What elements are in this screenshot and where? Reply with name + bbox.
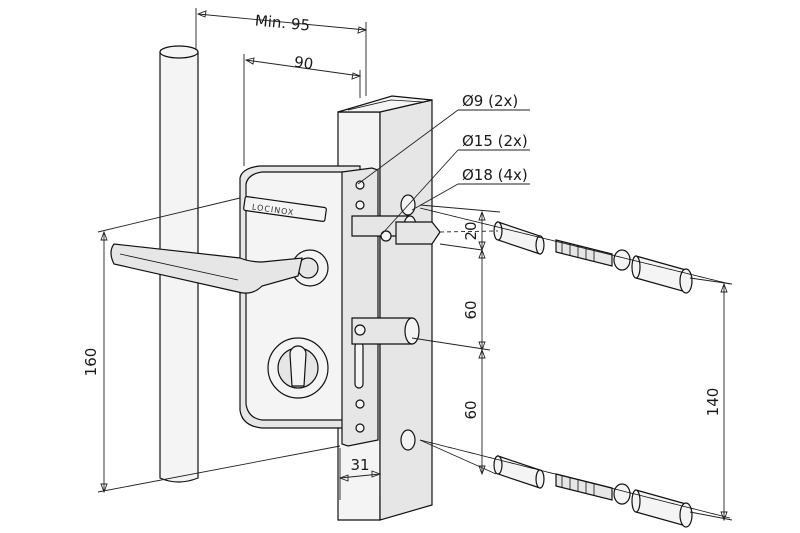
dim-bolt-spacing-label: 140 — [704, 388, 722, 417]
key-cylinder — [267, 337, 329, 399]
lever-handle — [110, 243, 329, 294]
fixing-set-bottom — [493, 455, 693, 528]
fixing-set-top — [493, 221, 693, 294]
dim-middle-spacing-label: 60 — [462, 300, 480, 319]
dimension-lines — [97, 8, 733, 522]
hole-18-label: Ø18 (4x) — [462, 166, 528, 184]
dim-min-width-label: Min. 95 — [254, 11, 311, 34]
dim-height-label: 160 — [82, 348, 100, 377]
dim-top-spacing-label: 20 — [462, 221, 480, 240]
dim-width-label: 90 — [293, 53, 314, 73]
hole-15-label: Ø15 (2x) — [462, 132, 528, 150]
dim-post-width-label: 31 — [350, 456, 369, 474]
hole-9-label: Ø9 (2x) — [462, 92, 518, 110]
dead-bolt — [351, 317, 420, 345]
dim-bottom-spacing-label: 60 — [462, 400, 480, 419]
latch-bolt — [351, 215, 441, 245]
